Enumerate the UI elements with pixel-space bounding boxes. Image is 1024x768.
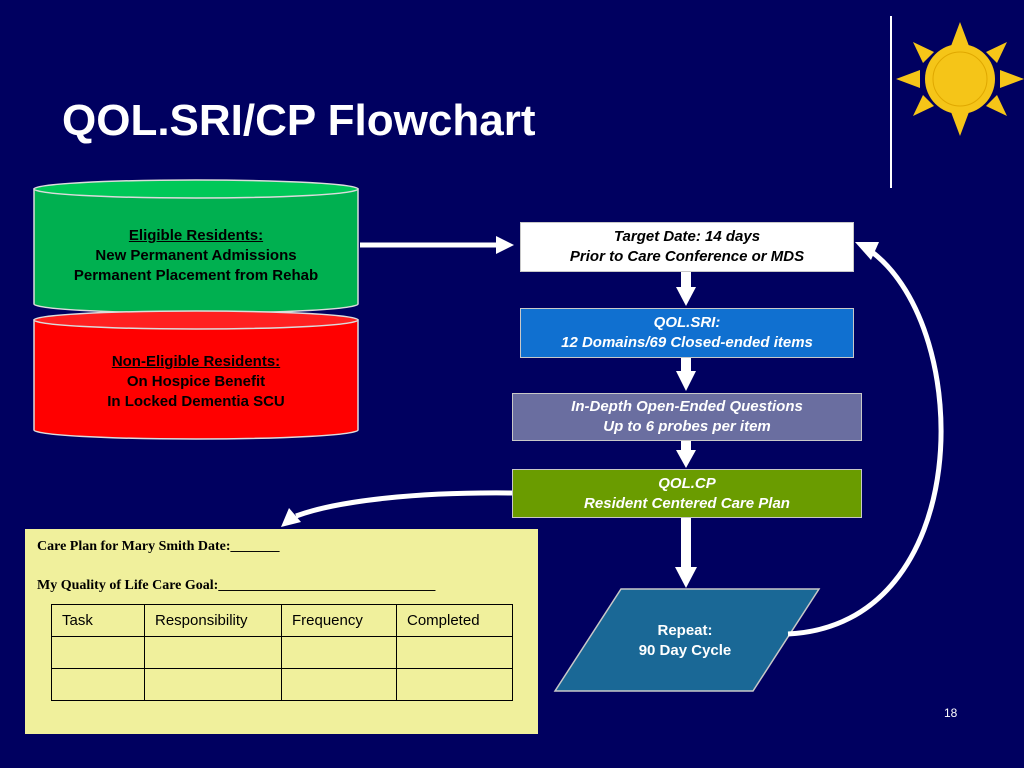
table-row xyxy=(51,636,513,669)
eligible-heading: Eligible Residents: xyxy=(128,227,264,244)
header-frequency: Frequency xyxy=(281,604,397,637)
arrow-repeat-to-target xyxy=(787,242,944,637)
probes-line-2: Up to 6 probes per item xyxy=(603,418,771,435)
table-cell xyxy=(396,636,513,669)
non-eligible-line-2: In Locked Dementia SCU xyxy=(107,393,285,410)
header-responsibility: Responsibility xyxy=(144,604,282,637)
arrow-sri-to-probes xyxy=(676,358,696,391)
repeat-line-2: 90 Day Cycle xyxy=(638,642,732,659)
qol-cp-box: QOL.CP Resident Centered Care Plan xyxy=(512,469,862,518)
non-eligible-residents-cylinder xyxy=(33,310,359,440)
non-eligible-line-1: On Hospice Benefit xyxy=(126,373,266,390)
table-cell xyxy=(144,668,282,701)
table-cell xyxy=(144,636,282,669)
sun-logo-icon xyxy=(896,22,1024,136)
care-plan-panel: Care Plan for Mary Smith Date:_______ My… xyxy=(25,529,538,734)
probes-line-1: In-Depth Open-Ended Questions xyxy=(571,398,803,415)
slide-title: QOL.SRI/CP Flowchart xyxy=(62,96,536,145)
arrow-cp-to-careplan xyxy=(281,490,513,527)
eligible-line-2: Permanent Placement from Rehab xyxy=(73,267,319,284)
title-divider xyxy=(890,16,892,188)
cp-line-2: Resident Centered Care Plan xyxy=(584,494,790,512)
target-date-box: Target Date: 14 days Prior to Care Confe… xyxy=(520,222,854,272)
table-cell xyxy=(281,668,397,701)
target-line-1: Target Date: 14 days xyxy=(613,228,761,245)
eligible-residents-text: Eligible Residents: New Permanent Admiss… xyxy=(40,226,352,286)
cp-line-1: QOL.CP xyxy=(658,474,716,492)
repeat-line-1: Repeat: xyxy=(657,622,713,639)
page-number: 18 xyxy=(944,706,958,720)
table-header-row: Task Responsibility Frequency Completed xyxy=(51,604,513,637)
care-plan-goal: My Quality of Life Care Goal:___________… xyxy=(37,578,436,593)
table-cell xyxy=(396,668,513,701)
table-cell xyxy=(51,668,145,701)
eligible-line-1: New Permanent Admissions xyxy=(95,247,297,264)
header-completed: Completed xyxy=(396,604,513,637)
care-plan-title: Care Plan for Mary Smith Date:_______ xyxy=(37,539,280,554)
arrow-cp-to-repeat xyxy=(675,518,697,588)
table-cell xyxy=(281,636,397,669)
table-row xyxy=(51,668,513,701)
care-plan-table: Task Responsibility Frequency Completed xyxy=(51,604,513,701)
open-ended-questions-box: In-Depth Open-Ended Questions Up to 6 pr… xyxy=(512,393,862,441)
eligible-residents-cylinder xyxy=(33,179,359,314)
sri-line-1: QOL.SRI: xyxy=(653,314,721,331)
target-line-2: Prior to Care Conference or MDS xyxy=(569,248,805,265)
sri-line-2: 12 Domains/69 Closed-ended items xyxy=(561,334,813,351)
repeat-cycle-shape xyxy=(553,588,821,692)
repeat-cycle-text: Repeat: 90 Day Cycle xyxy=(600,621,770,661)
non-eligible-residents-text: Non-Eligible Residents: On Hospice Benef… xyxy=(40,352,352,412)
non-eligible-heading: Non-Eligible Residents: xyxy=(111,353,281,370)
arrow-target-to-sri xyxy=(676,272,696,306)
table-cell xyxy=(51,636,145,669)
arrow-eligible-to-target xyxy=(360,236,514,254)
header-task: Task xyxy=(51,604,145,637)
arrow-probes-to-cp xyxy=(676,441,696,468)
qol-sri-box: QOL.SRI: 12 Domains/69 Closed-ended item… xyxy=(520,308,854,358)
